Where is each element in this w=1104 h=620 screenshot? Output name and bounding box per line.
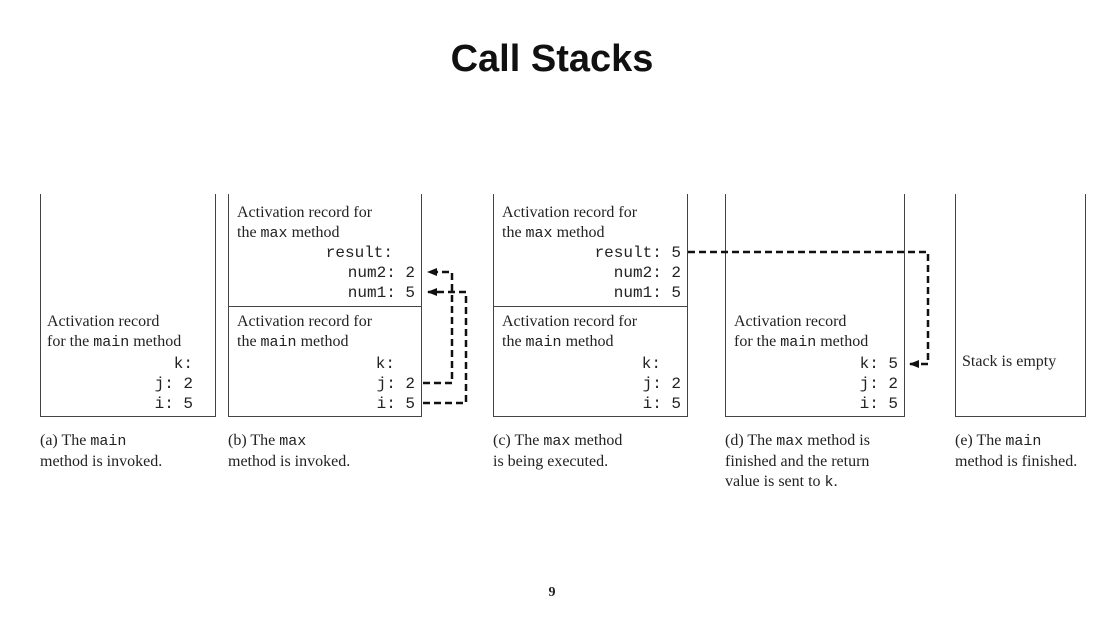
record-main-label: Activation record for the main method	[237, 313, 373, 351]
var-num2: num2: 2	[347, 264, 415, 282]
stack-e: Stack is empty	[955, 194, 1086, 417]
var-j: j: 2	[642, 375, 681, 393]
caption-b: (b) The max method is invoked.	[228, 432, 351, 470]
caption-d: (d) The max method is finished and the r…	[725, 432, 870, 491]
var-result: result:	[325, 244, 393, 262]
var-i: i: 5	[642, 395, 681, 413]
stack-b: Activation record for the max method res…	[228, 194, 422, 417]
var-j: j: 2	[376, 375, 415, 393]
var-k: k:	[173, 355, 193, 373]
var-num2: num2: 2	[613, 264, 681, 282]
var-i: i: 5	[859, 395, 898, 413]
arrow-j-to-num2	[423, 268, 454, 385]
arrow-i-to-num1	[423, 288, 468, 405]
stack-empty-label: Stack is empty	[962, 353, 1057, 370]
page-number: 9	[548, 585, 556, 600]
record-max-label: Activation record for the max method	[237, 204, 373, 242]
arrow-result-to-k	[688, 250, 930, 368]
var-k: k:	[375, 355, 395, 373]
record-main-label: Activation record for the main method	[47, 313, 182, 351]
var-k: k:	[641, 355, 661, 373]
record-divider	[494, 306, 687, 307]
var-num1: num1: 5	[613, 284, 681, 302]
stack-c: Activation record for the max method res…	[493, 194, 688, 417]
stack-a: Activation record for the main method k:…	[40, 194, 216, 417]
record-divider	[229, 306, 421, 307]
caption-a: (a) The main method is invoked.	[40, 432, 163, 470]
caption-e: (e) The main method is finished.	[955, 432, 1078, 470]
var-result: result: 5	[594, 244, 681, 262]
record-max-label: Activation record for the max method	[502, 204, 638, 242]
var-j: j: 2	[154, 375, 193, 393]
record-main-label: Activation record for the main method	[734, 313, 869, 351]
var-j: j: 2	[859, 375, 898, 393]
caption-c: (c) The max method is being executed.	[493, 432, 623, 470]
var-i: i: 5	[376, 395, 415, 413]
record-main-label: Activation record for the main method	[502, 313, 638, 351]
page-title: Call Stacks	[450, 38, 654, 80]
stack-d: Activation record for the main method k:…	[725, 194, 905, 417]
var-num1: num1: 5	[347, 284, 415, 302]
var-i: i: 5	[154, 395, 193, 413]
var-k: k: 5	[859, 355, 898, 373]
